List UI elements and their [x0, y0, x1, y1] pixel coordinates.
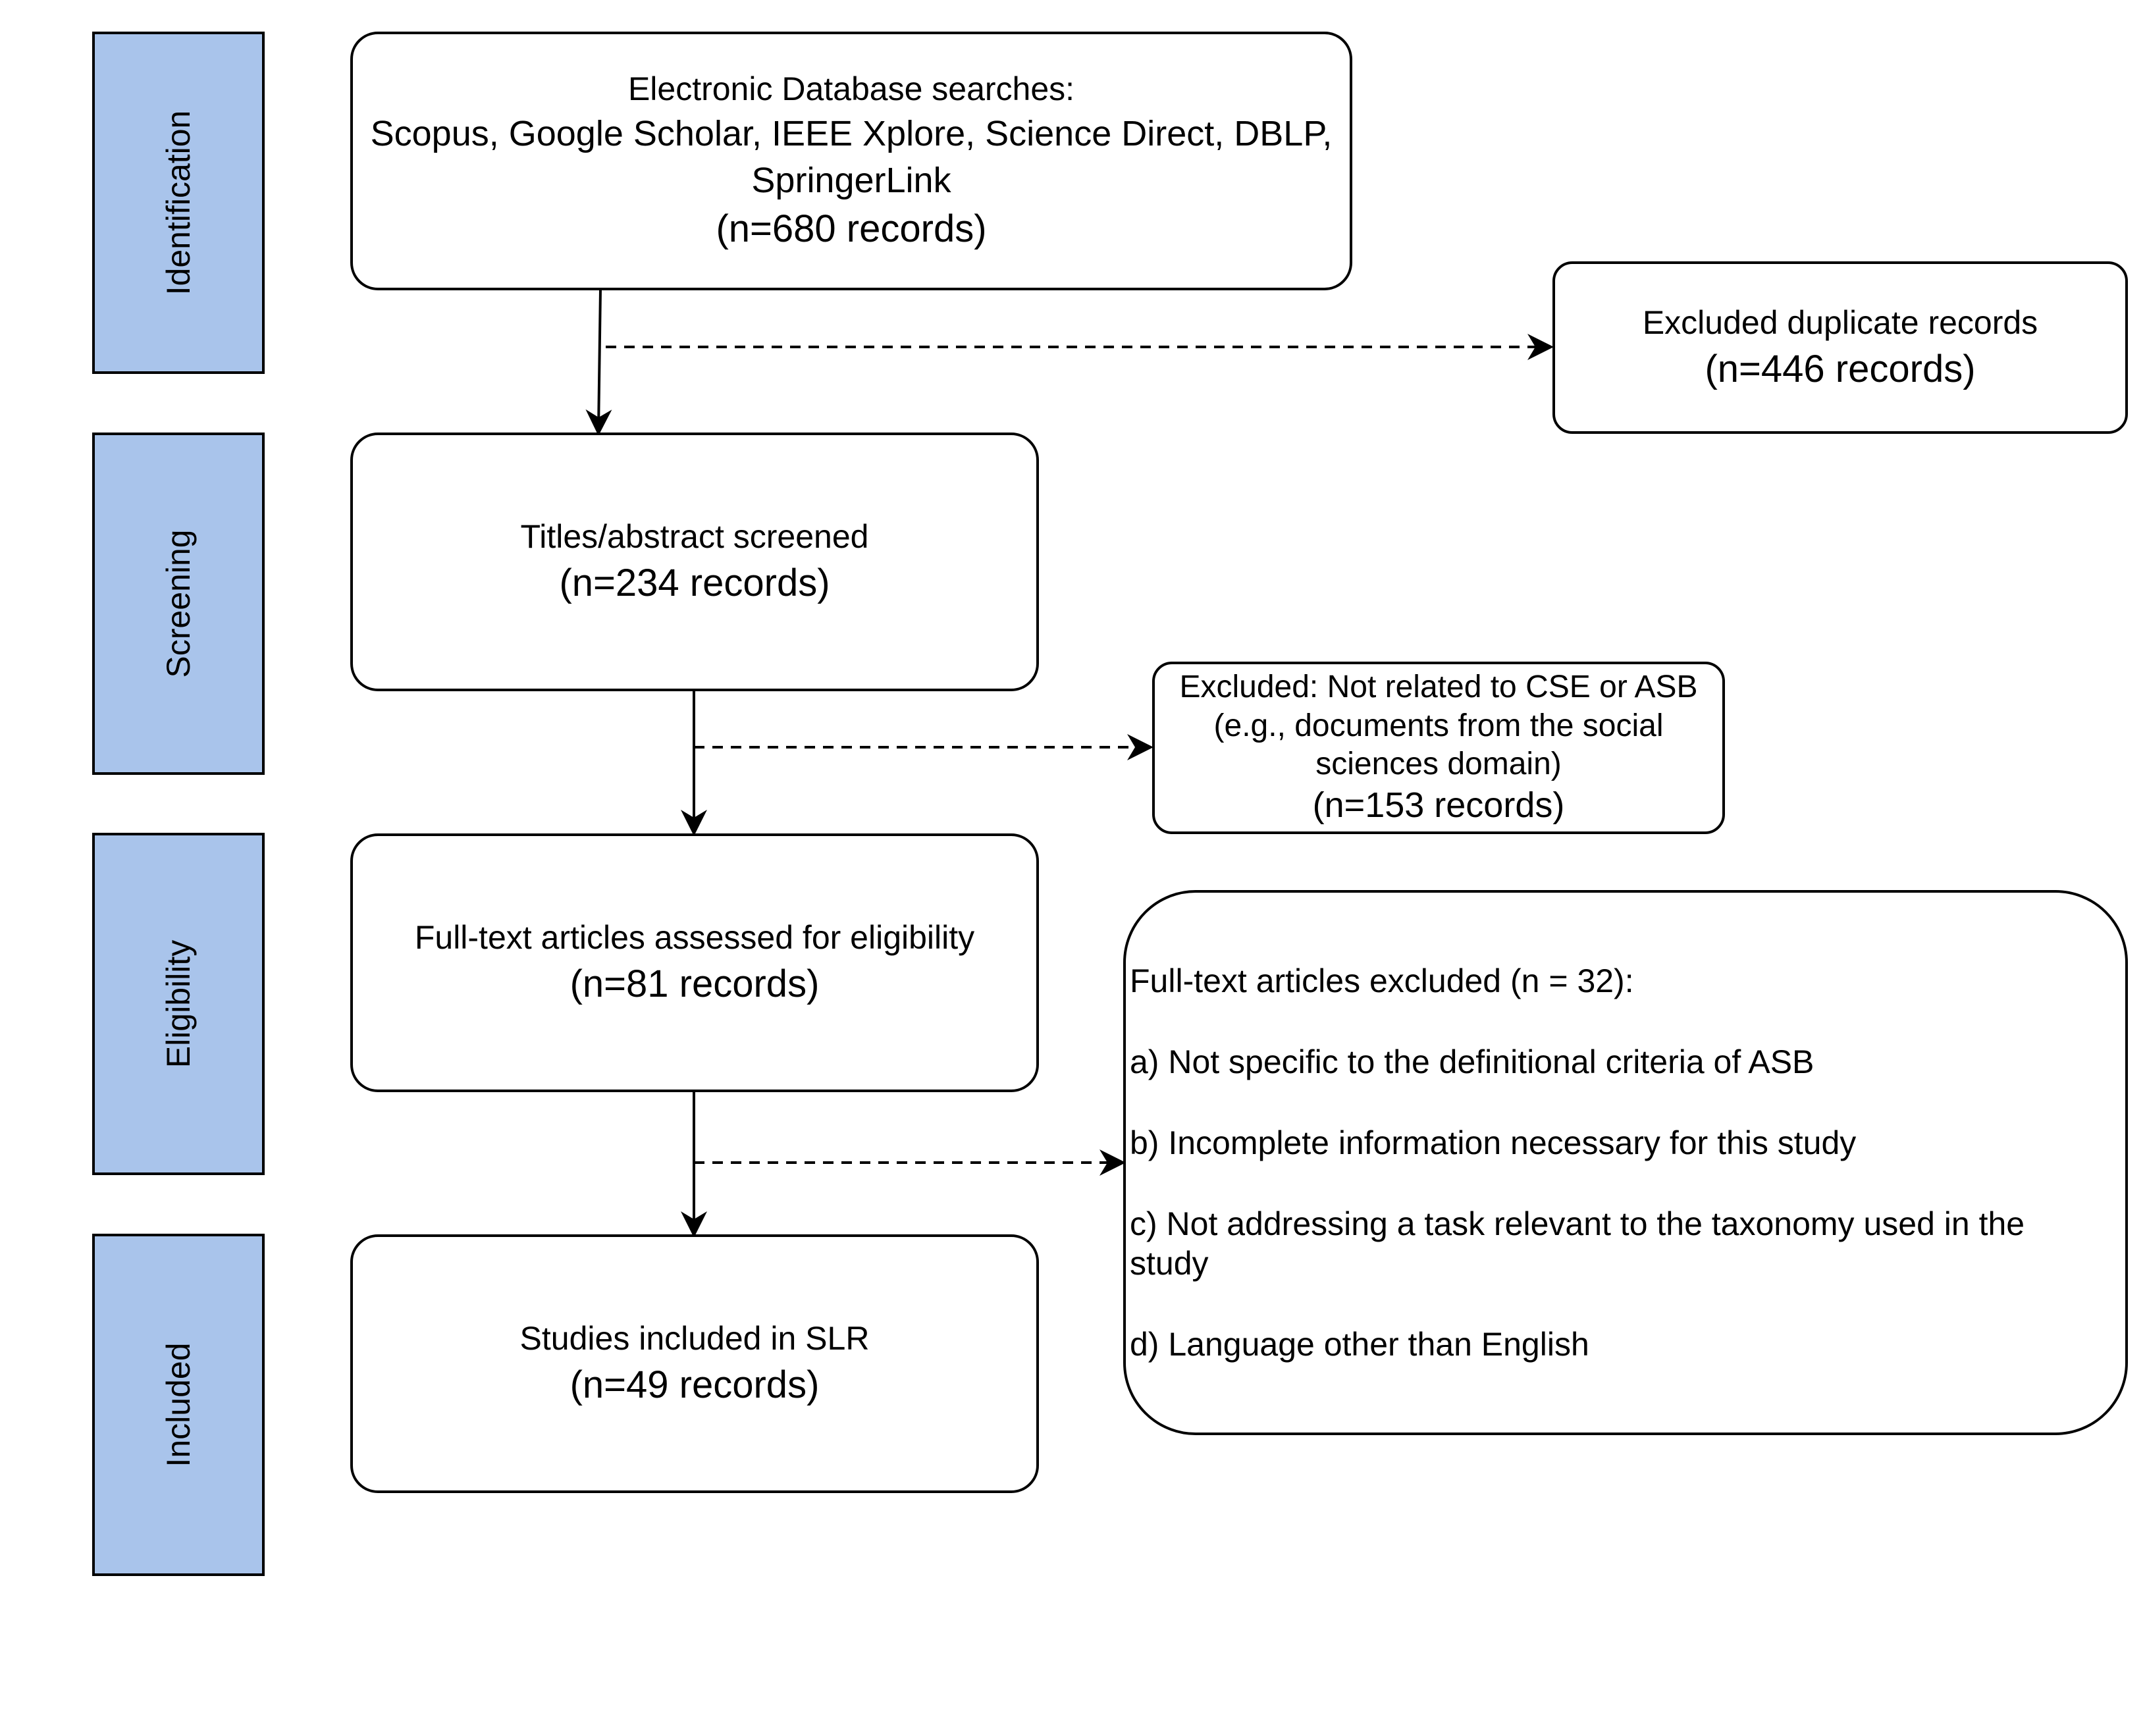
duplicates-label: Excluded duplicate records: [1642, 303, 2038, 341]
fulltext-excluded-box: Full-text articles excluded (n = 32): a)…: [1123, 890, 2128, 1435]
duplicates-excluded-box: Excluded duplicate records (n=446 record…: [1552, 261, 2128, 434]
fulltext-excluded-reason-d: d) Language other than English: [1130, 1326, 1589, 1363]
screening-excluded-box: Excluded: Not related to CSE or ASB (e.g…: [1152, 662, 1725, 834]
identification-line-2: Scopus, Google Scholar, IEEE Xplore, Sci…: [370, 113, 1333, 153]
fulltext-excluded-reason-c: c) Not addressing a task relevant to the…: [1130, 1205, 2025, 1282]
screening-excluded-line-3: sciences domain): [1315, 747, 1562, 782]
phase-bar-screening: Screening: [92, 433, 265, 775]
included-label: Studies included in SLR: [519, 1320, 870, 1357]
phase-bar-identification: Identification: [92, 32, 265, 374]
identification-line-3: SpringerLink: [751, 161, 951, 201]
screening-label: Titles/abstract screened: [520, 518, 869, 556]
phase-label-screening: Screening: [160, 529, 197, 678]
included-box: Studies included in SLR (n=49 records): [350, 1234, 1039, 1493]
arrow-identification-to-screening: [585, 289, 612, 436]
eligibility-box: Full-text articles assessed for eligibil…: [350, 833, 1039, 1092]
identification-count: (n=680 records): [716, 207, 987, 251]
phase-label-eligibility: Eligibility: [160, 939, 197, 1068]
fulltext-excluded-reason-b: b) Incomplete information necessary for …: [1130, 1124, 1857, 1161]
screening-excluded-line-2: (e.g., documents from the social: [1213, 708, 1664, 743]
screening-excluded-count: (n=153 records): [1312, 785, 1565, 825]
phase-label-identification: Identification: [160, 110, 197, 296]
screening-excluded-line-1: Excluded: Not related to CSE or ASB: [1179, 670, 1698, 705]
fulltext-excluded-reason-a: a) Not specific to the definitional crit…: [1130, 1043, 1814, 1080]
phase-bar-eligibility: Eligibility: [92, 833, 265, 1175]
phase-bar-included: Included: [92, 1234, 265, 1576]
identification-line-1: Electronic Database searches:: [627, 70, 1075, 107]
eligibility-count: (n=81 records): [569, 962, 820, 1006]
included-count: (n=49 records): [569, 1363, 820, 1407]
screening-box: Titles/abstract screened (n=234 records): [350, 433, 1039, 691]
duplicates-count: (n=446 records): [1705, 347, 1976, 390]
identification-box: Electronic Database searches: Scopus, Go…: [350, 32, 1352, 290]
eligibility-label: Full-text articles assessed for eligibil…: [414, 919, 975, 957]
fulltext-excluded-title: Full-text articles excluded (n = 32):: [1130, 962, 1634, 999]
screening-count: (n=234 records): [559, 562, 830, 605]
phase-label-included: Included: [160, 1342, 197, 1467]
